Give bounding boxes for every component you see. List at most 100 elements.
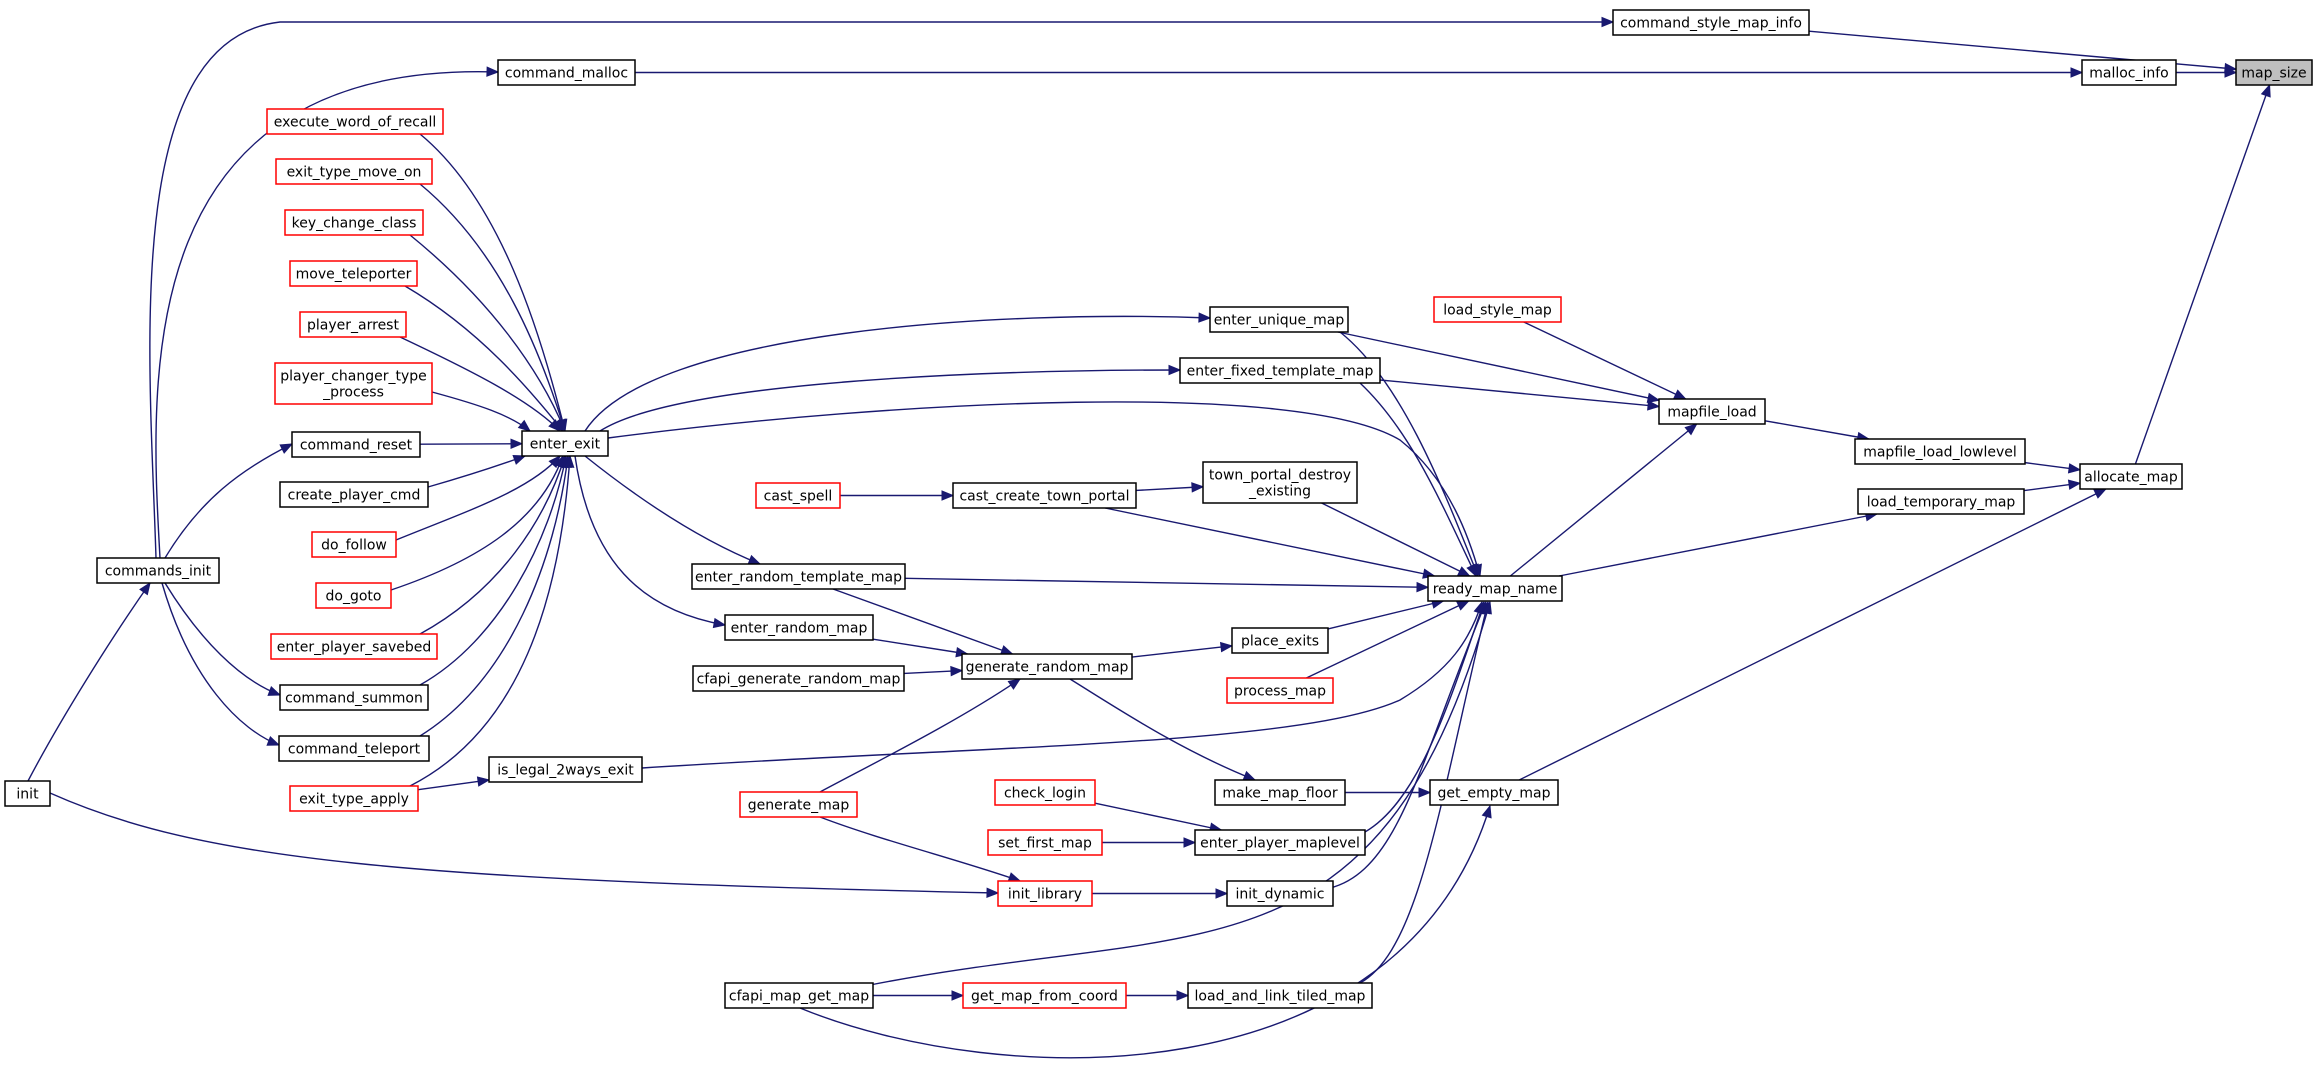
node-do_goto[interactable]: do_goto [315, 582, 392, 609]
node-box[interactable] [1429, 779, 1559, 806]
node-command_style_map_info[interactable]: command_style_map_info [1612, 9, 1810, 36]
node-enter_random_template_map[interactable]: enter_random_template_map [691, 563, 906, 590]
node-box[interactable] [1612, 9, 1810, 36]
node-enter_fixed_template_map[interactable]: enter_fixed_template_map [1179, 357, 1381, 384]
node-command_reset[interactable]: command_reset [291, 431, 421, 458]
node-box[interactable] [1187, 982, 1373, 1009]
node-box[interactable] [279, 684, 429, 711]
node-player_changer_type_process[interactable]: player_changer_type_process [274, 362, 433, 405]
node-box[interactable] [289, 260, 418, 287]
node-box[interactable] [266, 108, 444, 135]
node-enter_random_map[interactable]: enter_random_map [724, 614, 874, 641]
node-box[interactable] [1202, 461, 1358, 504]
node-load_style_map[interactable]: load_style_map [1433, 296, 1562, 323]
node-get_map_from_coord[interactable]: get_map_from_coord [962, 982, 1127, 1009]
node-box[interactable] [1854, 438, 2026, 465]
node-execute_word_of_recall[interactable]: execute_word_of_recall [266, 108, 444, 135]
node-box[interactable] [497, 59, 636, 86]
node-box[interactable] [284, 209, 424, 236]
node-box[interactable] [994, 779, 1096, 806]
node-box[interactable] [279, 481, 429, 508]
node-place_exits[interactable]: place_exits [1231, 627, 1329, 654]
node-box[interactable] [1179, 357, 1381, 384]
node-generate_map[interactable]: generate_map [739, 791, 858, 818]
node-box[interactable] [270, 633, 438, 660]
node-set_first_map[interactable]: set_first_map [987, 829, 1103, 856]
node-map_size[interactable]: map_size [2235, 59, 2313, 86]
node-box[interactable] [96, 557, 220, 584]
node-load_temporary_map[interactable]: load_temporary_map [1857, 488, 2025, 515]
node-box[interactable] [1427, 575, 1563, 602]
node-box[interactable] [1214, 779, 1346, 806]
node-box[interactable] [275, 158, 433, 185]
node-box[interactable] [2079, 463, 2183, 490]
node-command_summon[interactable]: command_summon [279, 684, 429, 711]
node-get_empty_map[interactable]: get_empty_map [1429, 779, 1559, 806]
node-box[interactable] [962, 982, 1127, 1009]
node-generate_random_map[interactable]: generate_random_map [961, 653, 1133, 680]
node-box[interactable] [692, 665, 905, 692]
node-load_and_link_tiled_map[interactable]: load_and_link_tiled_map [1187, 982, 1373, 1009]
node-cast_spell[interactable]: cast_spell [755, 482, 841, 509]
node-box[interactable] [724, 982, 874, 1009]
node-box[interactable] [1658, 398, 1766, 425]
node-is_legal_2ways_exit[interactable]: is_legal_2ways_exit [488, 756, 643, 783]
node-enter_player_maplevel[interactable]: enter_player_maplevel [1194, 829, 1366, 856]
node-cfapi_map_get_map[interactable]: cfapi_map_get_map [724, 982, 874, 1009]
node-box[interactable] [4, 780, 51, 807]
node-create_player_cmd[interactable]: create_player_cmd [279, 481, 429, 508]
node-box[interactable] [997, 880, 1093, 907]
node-box[interactable] [724, 614, 874, 641]
node-init_library[interactable]: init_library [997, 880, 1093, 907]
node-box[interactable] [1226, 677, 1334, 704]
node-do_follow[interactable]: do_follow [311, 531, 397, 558]
node-mapfile_load_lowlevel[interactable]: mapfile_load_lowlevel [1854, 438, 2026, 465]
node-box[interactable] [961, 653, 1133, 680]
node-key_change_class[interactable]: key_change_class [284, 209, 424, 236]
node-mapfile_load[interactable]: mapfile_load [1658, 398, 1766, 425]
node-box[interactable] [521, 430, 609, 457]
node-box[interactable] [987, 829, 1103, 856]
node-check_login[interactable]: check_login [994, 779, 1096, 806]
node-box[interactable] [488, 756, 643, 783]
node-box[interactable] [739, 791, 858, 818]
node-box[interactable] [1194, 829, 1366, 856]
node-ready_map_name[interactable]: ready_map_name [1427, 575, 1563, 602]
node-allocate_map[interactable]: allocate_map [2079, 463, 2183, 490]
node-box[interactable] [2081, 59, 2177, 86]
node-box[interactable] [1209, 306, 1349, 333]
node-box[interactable] [289, 785, 419, 812]
node-move_teleporter[interactable]: move_teleporter [289, 260, 418, 287]
node-box[interactable] [291, 431, 421, 458]
node-init[interactable]: init [4, 780, 51, 807]
node-init_dynamic[interactable]: init_dynamic [1226, 880, 1334, 907]
node-box[interactable] [2235, 59, 2313, 86]
node-box[interactable] [311, 531, 397, 558]
node-enter_exit[interactable]: enter_exit [521, 430, 609, 457]
node-exit_type_move_on[interactable]: exit_type_move_on [275, 158, 433, 185]
node-box[interactable] [1433, 296, 1562, 323]
node-box[interactable] [299, 311, 407, 338]
node-box[interactable] [755, 482, 841, 509]
node-box[interactable] [1857, 488, 2025, 515]
node-enter_player_savebed[interactable]: enter_player_savebed [270, 633, 438, 660]
node-box[interactable] [1226, 880, 1334, 907]
node-player_arrest[interactable]: player_arrest [299, 311, 407, 338]
node-command_malloc[interactable]: command_malloc [497, 59, 636, 86]
node-box[interactable] [278, 735, 430, 762]
node-enter_unique_map[interactable]: enter_unique_map [1209, 306, 1349, 333]
node-box[interactable] [691, 563, 906, 590]
node-command_teleport[interactable]: command_teleport [278, 735, 430, 762]
node-box[interactable] [1231, 627, 1329, 654]
node-box[interactable] [274, 362, 433, 405]
node-cast_create_town_portal[interactable]: cast_create_town_portal [952, 482, 1137, 509]
node-process_map[interactable]: process_map [1226, 677, 1334, 704]
node-box[interactable] [952, 482, 1137, 509]
node-town_portal_destroy_existing[interactable]: town_portal_destroy_existing [1202, 461, 1358, 504]
node-box[interactable] [315, 582, 392, 609]
node-malloc_info[interactable]: malloc_info [2081, 59, 2177, 86]
node-cfapi_generate_random_map[interactable]: cfapi_generate_random_map [692, 665, 905, 692]
node-make_map_floor[interactable]: make_map_floor [1214, 779, 1346, 806]
node-commands_init[interactable]: commands_init [96, 557, 220, 584]
node-exit_type_apply[interactable]: exit_type_apply [289, 785, 419, 812]
